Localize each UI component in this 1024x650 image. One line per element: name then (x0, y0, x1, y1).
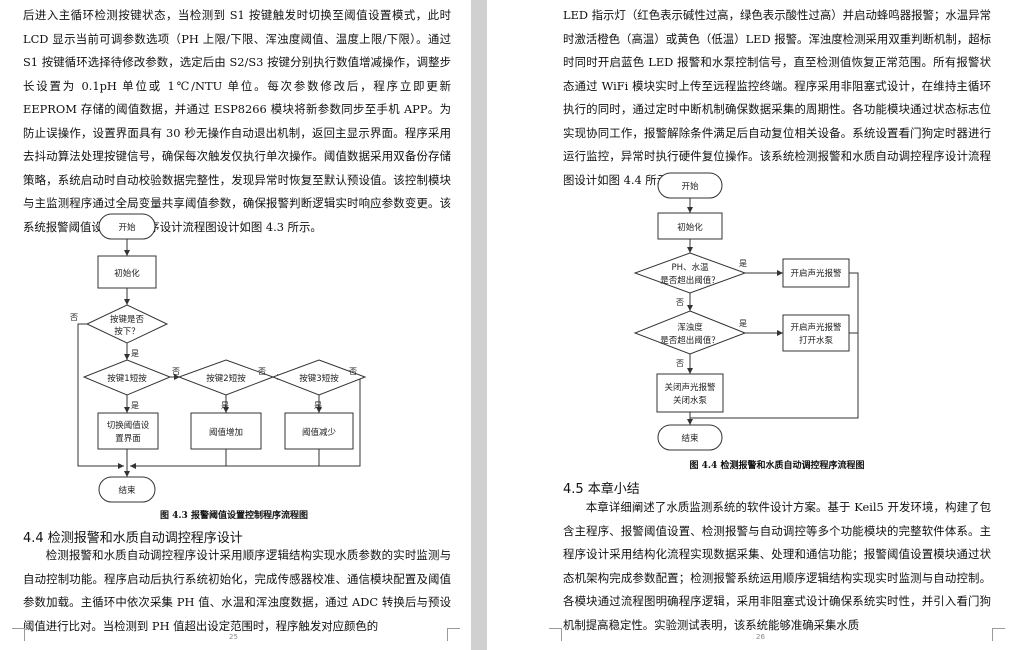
init-label: 初始化 (677, 222, 703, 233)
end-terminal (98, 476, 156, 503)
crop-mark (12, 628, 25, 641)
key2-decision (177, 359, 275, 396)
action1-box (97, 412, 159, 450)
page-number: 26 (756, 633, 765, 641)
alarm1-label: 开启声光报警 (790, 268, 842, 279)
end-label: 结束 (681, 433, 699, 444)
key2-label: 按键2短按 (206, 373, 246, 384)
key1-label: 按键1短按 (107, 373, 147, 384)
key-pressed-decision (85, 304, 169, 344)
crop-mark (992, 628, 1005, 641)
no-label: 否 (258, 367, 266, 376)
action2-label: 阈值增加 (209, 427, 243, 438)
section-heading: 4.5 本章小结 (563, 482, 640, 497)
end-terminal (657, 424, 723, 451)
off-label-2: 关闭水泵 (673, 395, 708, 406)
yes-label: 是 (131, 349, 139, 358)
no-label: 否 (172, 367, 180, 376)
key-pressed-label-2: 按下？ (114, 326, 140, 337)
key3-decision (271, 359, 367, 396)
page-gutter (471, 0, 487, 650)
no-label: 否 (676, 359, 684, 368)
start-label: 开始 (681, 181, 699, 192)
paragraph: 检测报警和水质自动调控程序设计采用顺序逻辑结构实现水质参数的实时监测与自动控制功… (23, 548, 451, 633)
turbidity-decision (633, 310, 747, 355)
yes-label: 是 (739, 319, 747, 328)
crop-mark (549, 628, 562, 641)
paragraph: LED 指示灯（红色表示碱性过高，绿色表示酸性过高）并启动蜂鸣器报警；水温异常时… (563, 8, 991, 187)
yes-label: 是 (739, 259, 747, 268)
off-label-1: 关闭声光报警 (664, 382, 716, 393)
section-heading: 4.4 检测报警和水质自动调控程序设计 (23, 531, 243, 546)
turbidity-label-2: 是否超出阈值？ (660, 335, 720, 346)
init-label: 初始化 (114, 268, 140, 279)
start-terminal (657, 172, 723, 199)
ph-temp-decision (633, 252, 747, 294)
start-label: 开始 (118, 222, 136, 233)
alarm1-box (782, 258, 850, 288)
action3-box (284, 412, 354, 450)
no-label: 否 (70, 313, 78, 322)
action1-label-1: 切换阈值设 (107, 420, 150, 431)
no-label: 否 (676, 298, 684, 307)
crop-mark (447, 628, 460, 641)
ph-temp-label-2: 是否超出阈值？ (660, 275, 720, 286)
yes-label: 是 (314, 401, 322, 410)
action1-label-2: 置界面 (115, 434, 141, 444)
figure-caption: 图 4.3 报警阈值设置控制程序流程图 (160, 511, 308, 521)
yes-label: 是 (221, 401, 229, 410)
no-label: 否 (349, 367, 357, 376)
start-terminal (98, 213, 156, 240)
ph-temp-label-1: PH、水温 (671, 262, 709, 273)
figure-caption: 图 4.4 检测报警和水质自动调控程序流程图 (689, 461, 865, 471)
action2-box (190, 412, 262, 450)
paragraph: 后进入主循环检测按键状态，当检测到 S1 按键触发时切换至阈值设置模式，此时 L… (23, 8, 451, 234)
turbidity-label-1: 浑浊度 (677, 322, 703, 333)
document-page-right: LED 指示灯（红色表示碱性过高，绿色表示酸性过高）并启动蜂鸣器报警；水温异常时… (487, 0, 1024, 650)
alarm2-label-2: 打开水泵 (799, 335, 834, 346)
document-page-left: 后进入主循环检测按键状态，当检测到 S1 按键触发时切换至阈值设置模式，此时 L… (0, 0, 471, 650)
alarm2-label-1: 开启声光报警 (790, 322, 842, 333)
key1-decision (82, 359, 172, 396)
key3-label: 按键3短按 (299, 373, 339, 384)
init-box (657, 212, 723, 240)
yes-label: 是 (131, 401, 139, 410)
key-pressed-label-1: 按键是否 (110, 314, 145, 325)
end-label: 结束 (118, 485, 136, 496)
off-box (656, 373, 724, 413)
page-number: 25 (229, 633, 238, 641)
action3-label: 阈值减少 (302, 427, 337, 438)
flowchart-figure-4-4: 开始 初始化 PH、水温 是否超出阈值？ 开启声光报警 浑浊度 是否超出阈值？ … (633, 172, 859, 451)
init-box (97, 255, 157, 289)
paragraph: 本章详细阐述了水质监测系统的软件设计方案。基于 Keil5 开发环境，构建了包含… (563, 500, 991, 632)
flowchart-figure-4-3: 开始 初始化 按键是否 按下？ 按键1短按 按键2短按 按键3短按 切换阈值设 … (70, 213, 367, 503)
alarm2-box (782, 314, 850, 352)
